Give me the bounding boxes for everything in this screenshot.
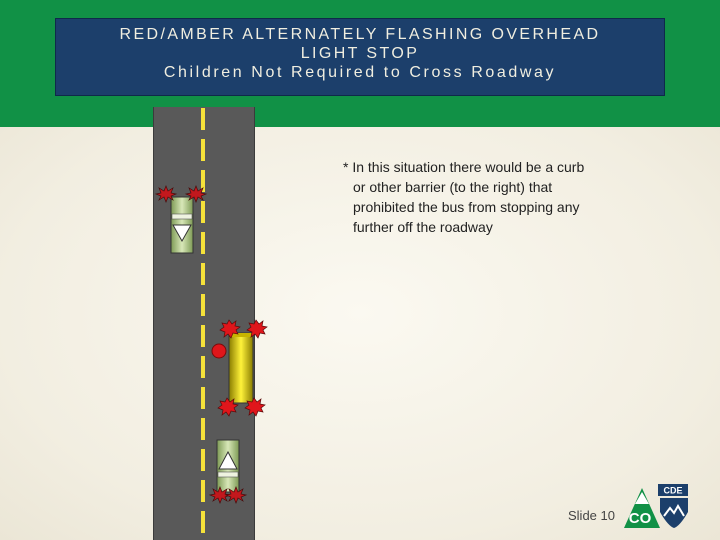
slide-number: Slide 10 (568, 508, 615, 523)
car-following (216, 439, 240, 493)
bus-flashing-lights (211, 319, 268, 417)
note-line-4: further off the roadway (353, 219, 493, 235)
slide-background (0, 127, 720, 540)
logo-letters: CO (629, 510, 652, 527)
cde-logo: CDE CO (624, 484, 688, 528)
logo-badge-text: CDE (663, 486, 682, 496)
school-bus (228, 332, 254, 404)
title-line-2: LIGHT STOP (300, 45, 420, 62)
note-line-3: prohibited the bus from stopping any (353, 199, 580, 215)
stop-arm (211, 343, 227, 359)
brake-lights-oncoming (154, 185, 208, 203)
note-line-2: or other barrier (to the right) that (353, 179, 553, 195)
car-oncoming (170, 196, 194, 254)
brake-lights-following (208, 486, 248, 504)
title-line-1: RED/AMBER ALTERNATELY FLASHING OVERHEAD (119, 26, 601, 43)
situation-note: * In this situation there would be a cur… (343, 157, 663, 237)
slide-title: RED/AMBER ALTERNATELY FLASHING OVERHEAD … (55, 18, 665, 96)
note-line-1: * In this situation there would be a cur… (343, 159, 585, 175)
title-line-3: Children Not Required to Cross Roadway (163, 64, 557, 81)
